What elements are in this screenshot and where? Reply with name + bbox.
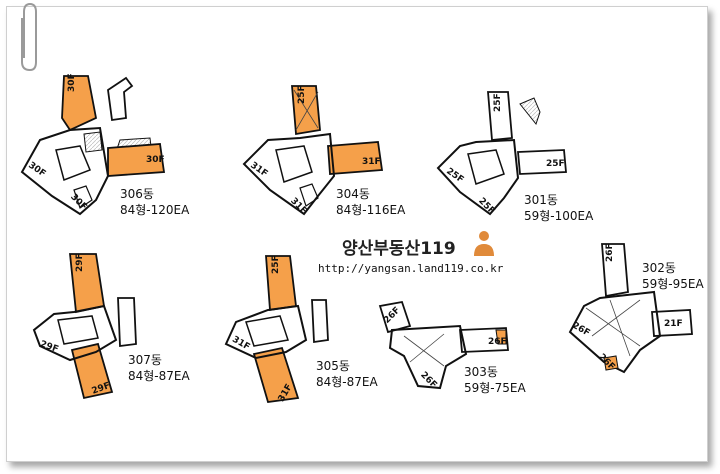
building-spec: 84형-116EA xyxy=(336,203,406,217)
building-name: 307동 xyxy=(128,353,162,367)
floor-label: 25F xyxy=(297,85,307,104)
building-303: 26F 26F 26F 303동 59형-75EA xyxy=(378,300,526,395)
floor-label: 21F xyxy=(664,319,683,329)
building-spec: 59형-75EA xyxy=(464,381,526,395)
floor-label: 25F xyxy=(546,159,565,169)
building-name: 306동 xyxy=(120,187,154,201)
building-306: 30F 30F 30F 30F 306동 84형-120EA xyxy=(20,73,190,217)
image-frame xyxy=(6,6,708,462)
building-spec: 59형-100EA xyxy=(524,209,594,223)
building-spec: 84형-87EA xyxy=(316,375,378,389)
floor-label: 25F xyxy=(444,166,465,185)
site-banner: 양산부동산119 http://yangsan.land119.co.kr xyxy=(318,231,504,275)
building-301: 25F 25F 25F 25F 301동 59형-100EA xyxy=(436,91,594,223)
site-name: 양산부동산119 xyxy=(342,239,456,259)
floor-label: 25F xyxy=(493,93,503,112)
floor-label: 29F xyxy=(75,253,85,272)
floor-label: 26F xyxy=(488,337,507,347)
building-305: 25F 31F 31F 305동 84형-87EA xyxy=(224,255,378,404)
floor-label: 30F xyxy=(146,155,165,165)
building-spec: 59형-95EA xyxy=(642,277,704,291)
floor-label: 31F xyxy=(248,160,269,179)
building-name: 301동 xyxy=(524,193,558,207)
site-url: http://yangsan.land119.co.kr xyxy=(318,262,504,275)
floor-label: 26F xyxy=(605,243,615,262)
floor-label: 29F xyxy=(39,339,60,355)
building-name: 303동 xyxy=(464,365,498,379)
building-304: 25F 31F 31F 31F 304동 84형-116EA xyxy=(242,85,406,217)
paperclip-icon xyxy=(21,2,37,72)
floor-label: 30F xyxy=(67,73,77,92)
building-name: 302동 xyxy=(642,261,676,275)
building-307: 29F 29F 29F 307동 84형-87EA xyxy=(32,253,190,400)
person-icon xyxy=(474,231,494,256)
floor-label: 25F xyxy=(271,255,281,274)
building-spec: 84형-87EA xyxy=(128,369,190,383)
building-302: 26F 26F 21F 26F 302동 59형-95EA xyxy=(568,243,704,374)
floor-label: 26F xyxy=(382,305,402,325)
building-name: 304동 xyxy=(336,187,370,201)
building-spec: 84형-120EA xyxy=(120,203,190,217)
floor-label: 31F xyxy=(362,157,381,167)
floor-label: 30F xyxy=(26,160,47,179)
building-name: 305동 xyxy=(316,359,350,373)
